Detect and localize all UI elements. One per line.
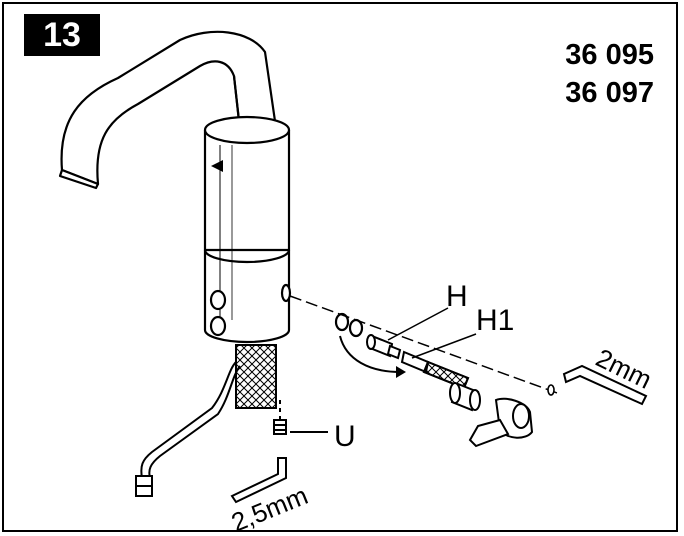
sensor-cable: [135, 361, 241, 497]
leader-h: [387, 307, 449, 341]
label-h: H: [446, 280, 468, 313]
assembly-axis: [289, 295, 561, 395]
model-number-2: 36 097: [565, 77, 654, 109]
model-number-list: 36 095 36 097: [565, 36, 654, 112]
allen-key-large: [230, 457, 287, 504]
leader-h1: [411, 333, 477, 359]
lever-handle: [468, 397, 534, 448]
label-u: U: [334, 420, 356, 453]
model-number-1: 36 095: [565, 39, 654, 71]
grub-screw-u: [273, 400, 328, 435]
handle-screw: [547, 384, 555, 396]
o-rings: [334, 312, 364, 338]
label-allen-large: 2,5mm: [227, 480, 312, 536]
braided-hose: [235, 344, 277, 409]
rotation-arrow-head: [396, 366, 406, 378]
step-number-badge: 13: [24, 14, 100, 56]
cartridge-h: [366, 334, 402, 360]
allen-key-small: [562, 364, 648, 406]
rotation-arrow: [339, 335, 401, 373]
label-h1: H1: [476, 304, 514, 337]
sleeve: [449, 382, 481, 412]
faucet-body: [203, 115, 292, 344]
